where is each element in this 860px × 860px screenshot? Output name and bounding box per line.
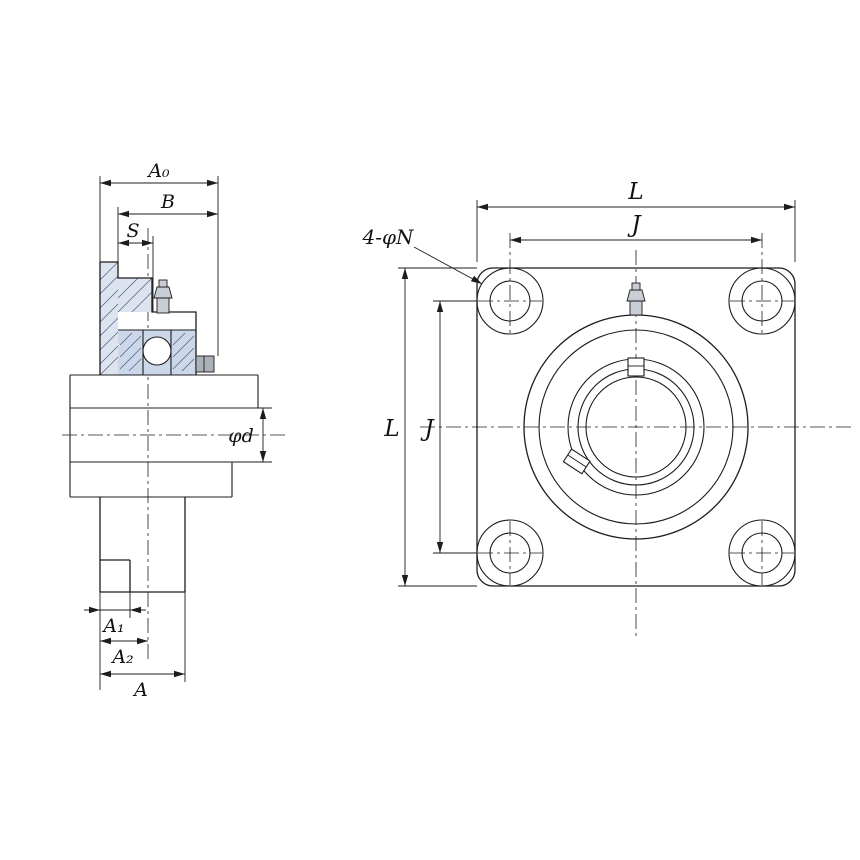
bolt-boss-bottom-right — [728, 519, 796, 587]
callout-bolt-holes: 4-φN — [362, 225, 483, 285]
grease-fitting-stem — [156, 297, 170, 314]
dim-a0-label: A₀ — [146, 160, 170, 182]
front-view: L J L J 4-φN — [362, 179, 852, 640]
dim-s-label: S — [126, 220, 139, 242]
dim-phi-d-arrows — [259, 408, 267, 462]
grease-fitting-front — [626, 282, 646, 316]
callout-bolt-holes-label: 4-φN — [362, 225, 415, 249]
callout-leader-line — [413, 246, 483, 285]
set-screw-side — [195, 355, 215, 373]
dim-s-arrows — [118, 239, 153, 247]
dim-b-arrows — [118, 210, 218, 218]
dim-a2-arrows — [100, 637, 148, 645]
bolt-hole-bottom-right — [741, 532, 783, 574]
grease-fitting-hex — [153, 286, 173, 299]
mounting-band — [69, 374, 259, 498]
flange-square-outline — [476, 267, 796, 587]
dim-a1-arrows — [89, 606, 141, 614]
dim-a-label: A — [132, 679, 148, 701]
bore-circle — [585, 376, 687, 478]
set-screw-lower-left-body — [562, 448, 591, 475]
dim-phi-d: φd — [228, 408, 267, 462]
dim-l-top: L — [476, 179, 796, 262]
callout-leader-arrow — [470, 275, 482, 284]
bolt-boss-top-right — [728, 267, 796, 335]
dim-b: B — [117, 191, 218, 278]
grease-fitting-cap — [158, 279, 168, 288]
bolt-holes — [476, 267, 796, 587]
dim-a0-extensions — [99, 176, 219, 356]
dim-j-left-label: J — [420, 416, 435, 442]
housing-spigot-circle — [538, 329, 734, 525]
bearing-ball — [142, 336, 172, 366]
section-hatching — [99, 261, 195, 376]
grease-fitting-front-stem — [629, 300, 643, 316]
dim-l-left: L — [383, 267, 477, 587]
dim-s: S — [118, 220, 154, 312]
set-screw-body — [195, 355, 215, 373]
bolt-hole-centerlines — [478, 233, 794, 585]
lower-housing-block — [99, 497, 186, 593]
side-view: A₀ B S φd A₁ — [62, 160, 285, 701]
dim-l-top-extensions — [476, 200, 796, 262]
dim-a2-label: A₂ — [110, 646, 133, 668]
set-screw-lower-left — [562, 448, 591, 475]
dim-a1: A₁ — [84, 592, 146, 637]
dim-a0: A₀ — [99, 160, 219, 356]
bearing-section — [118, 329, 196, 375]
dim-a: A — [99, 592, 186, 701]
dim-j-top: J — [510, 212, 762, 244]
side-view-section-fills — [100, 262, 196, 375]
shaft-bore-lines — [70, 407, 272, 463]
grease-fitting-side — [153, 279, 173, 314]
set-screw-top — [627, 357, 645, 377]
dim-b-label: B — [160, 191, 175, 213]
dim-a2: A₂ — [100, 637, 148, 668]
bolt-hole-top-left — [489, 280, 531, 322]
dim-l-left-label: L — [383, 416, 399, 442]
dim-j-left: J — [420, 300, 477, 554]
dim-a1-label: A₁ — [101, 615, 124, 637]
set-screw-lower-left-line — [567, 454, 587, 468]
set-screw-top-body — [627, 357, 645, 377]
bolt-hole-bottom-left — [489, 532, 531, 574]
dim-phi-d-label: φd — [228, 425, 253, 447]
dim-l-left-extensions — [398, 267, 477, 587]
flange-plate-section-fill — [100, 262, 118, 375]
grease-fitting-front-cap — [631, 282, 641, 291]
grease-fitting-front-hex — [626, 289, 646, 302]
dim-j-top-label: J — [627, 212, 642, 238]
bolt-hole-top-right — [741, 280, 783, 322]
dim-l-top-label: L — [627, 179, 643, 205]
